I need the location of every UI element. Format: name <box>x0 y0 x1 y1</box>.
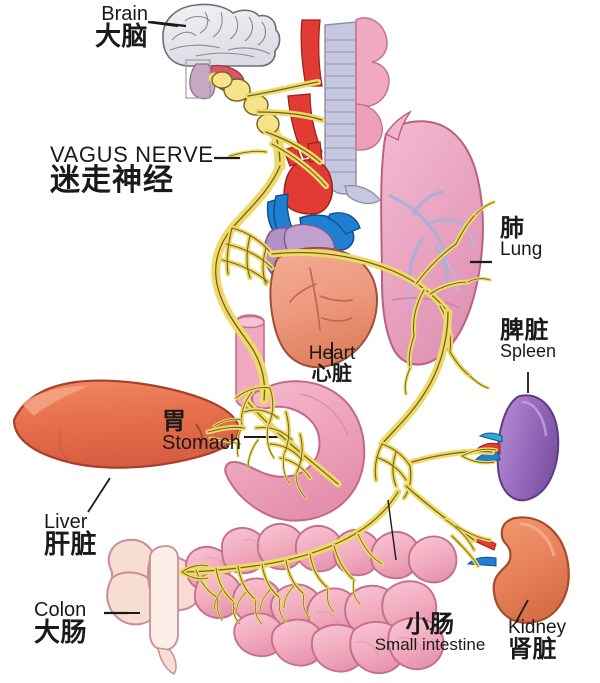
leader-line-brain-dash <box>147 20 179 28</box>
organ-pharynx <box>355 17 390 151</box>
label-small-intestine: 小肠 Small intestine <box>350 612 510 654</box>
label-vagus-nerve: VAGUS NERVE 迷走神经 <box>50 142 214 199</box>
vagus-nerve-network <box>178 71 498 626</box>
label-lung-en: Lung <box>500 239 543 261</box>
label-colon-zh: 大肠 <box>34 618 88 649</box>
label-heart-zh: 心脏 <box>311 361 353 386</box>
label-heart-en: Heart <box>308 343 356 364</box>
label-brain-en: Brain <box>101 3 148 25</box>
label-lung: 肺 Lung <box>500 216 542 260</box>
organ-heart <box>263 223 378 369</box>
label-kidney-en: Kidney <box>508 617 567 638</box>
label-colon: Colon 大肠 <box>34 600 87 647</box>
label-small-intestine-en: Small intestine <box>374 635 486 655</box>
label-brain-zh: 大脑 <box>94 22 148 53</box>
organ-kidney <box>466 516 570 624</box>
leader-line-liver <box>87 477 111 513</box>
label-stomach-zh: 胃 <box>162 407 187 435</box>
label-liver-en: Liver <box>44 511 88 533</box>
label-heart: Heart 心脏 <box>294 344 370 384</box>
label-vagus-nerve-en: VAGUS NERVE <box>50 142 214 167</box>
label-colon-en: Colon <box>34 599 87 621</box>
label-kidney: Kidney 肾脏 <box>508 618 566 662</box>
label-spleen: 脾脏 Spleen <box>500 318 556 361</box>
label-lung-zh: 肺 <box>500 214 525 242</box>
label-small-intestine-zh: 小肠 <box>405 610 455 638</box>
label-spleen-en: Spleen <box>500 341 557 362</box>
organ-lung <box>380 110 484 366</box>
label-liver: Liver 肝脏 <box>44 512 97 559</box>
label-liver-zh: 肝脏 <box>44 530 98 561</box>
organ-trachea <box>324 21 381 205</box>
label-kidney-zh: 肾脏 <box>508 635 557 664</box>
leader-line-kidney <box>515 599 529 623</box>
label-vagus-nerve-zh: 迷走神经 <box>50 163 174 199</box>
organ-colon <box>106 538 204 675</box>
organ-stomach <box>224 380 366 522</box>
leader-line-plexus <box>387 499 397 561</box>
label-stomach: 胃 Stomach <box>162 409 241 454</box>
label-brain: Brain 大脑 <box>0 4 148 51</box>
label-spleen-zh: 脾脏 <box>500 316 549 344</box>
label-stomach-en: Stomach <box>162 432 241 455</box>
leader-line-small-intestine <box>429 613 449 631</box>
